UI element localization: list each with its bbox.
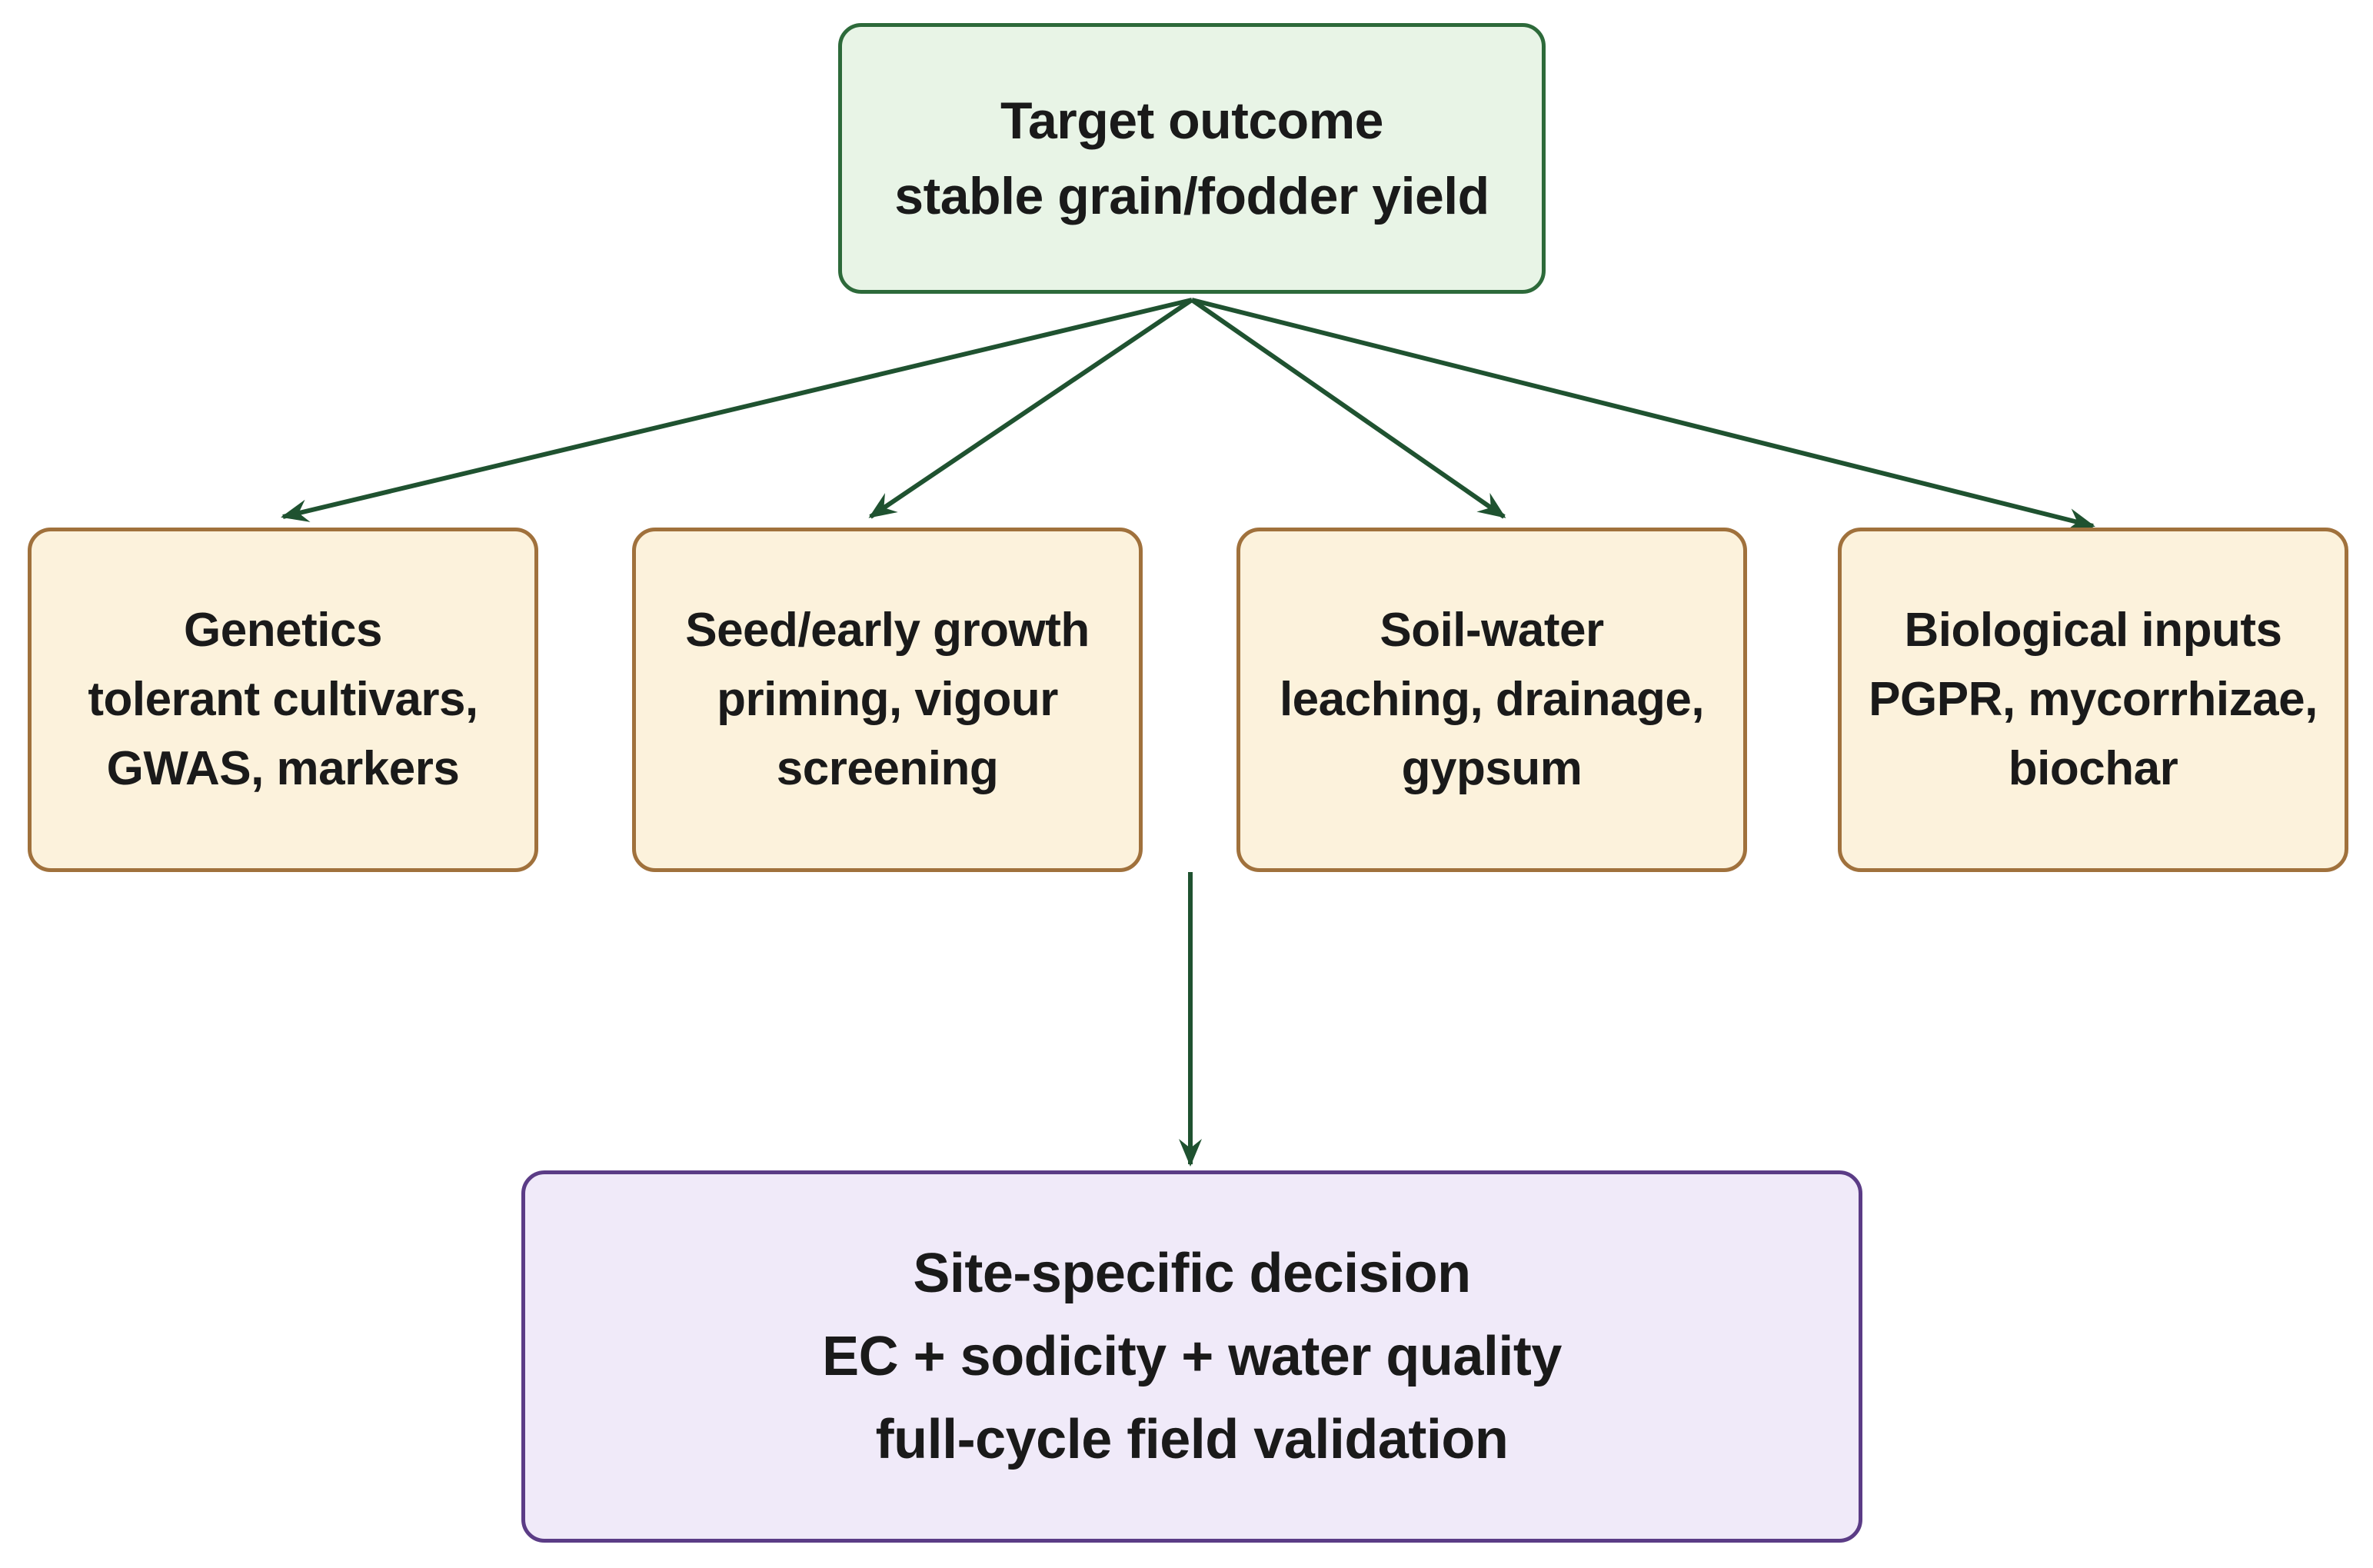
site-specific-decision-box: Site-specific decision EC + sodicity + w… <box>521 1170 1862 1543</box>
soil-water-box: Soil-water leaching, drainage, gypsum <box>1236 528 1747 872</box>
arrow-to-seed-early-growth <box>868 298 1193 519</box>
soil-water-detail-line-1: leaching, drainage, <box>1279 673 1705 726</box>
target-outcome-detail: stable grain/fodder yield <box>894 167 1489 225</box>
biological-inputs-title: Biological inputs <box>1904 604 2282 657</box>
arrow-to-soil-water <box>1190 298 1506 519</box>
seed-early-growth-box: Seed/early growth priming, vigour screen… <box>632 528 1143 872</box>
biological-inputs-detail-line-1: PGPR, mycorrhizae, <box>1869 673 2318 726</box>
genetics-title: Genetics <box>184 604 382 657</box>
soil-water-title: Soil-water <box>1380 604 1604 657</box>
seed-early-growth-title: Seed/early growth <box>685 604 1090 657</box>
genetics-detail-line-2: GWAS, markers <box>106 742 460 795</box>
site-specific-decision-title: Site-specific decision <box>913 1243 1471 1304</box>
site-specific-decision-detail-line-1: EC + sodicity + water quality <box>822 1326 1562 1387</box>
arrow-to-biological-inputs <box>1191 298 2095 531</box>
arrow-to-genetics <box>281 298 1193 522</box>
soil-water-detail-line-2: gypsum <box>1401 742 1583 795</box>
seed-early-growth-detail-line-1: priming, vigour <box>717 673 1058 726</box>
seed-early-growth-detail-line-2: screening <box>776 742 999 795</box>
genetics-box: Genetics tolerant cultivars, GWAS, marke… <box>28 528 538 872</box>
biological-inputs-box: Biological inputs PGPR, mycorrhizae, bio… <box>1838 528 2348 872</box>
biological-inputs-detail-line-2: biochar <box>2008 742 2178 795</box>
genetics-detail-line-1: tolerant cultivars, <box>88 673 478 726</box>
target-outcome-title: Target outcome <box>1000 92 1384 150</box>
target-outcome-box: Target outcome stable grain/fodder yield <box>838 23 1546 294</box>
site-specific-decision-detail-line-2: full-cycle field validation <box>875 1409 1509 1470</box>
